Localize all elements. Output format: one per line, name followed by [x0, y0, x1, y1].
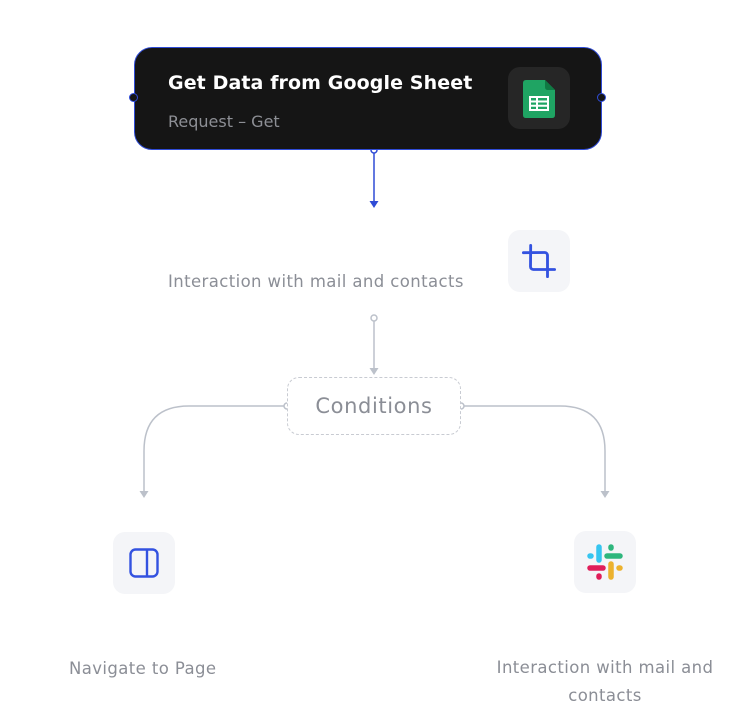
google-sheets-icon — [523, 80, 555, 118]
slack-node-icon-tile[interactable] — [574, 531, 636, 593]
navigate-node-icon-tile[interactable] — [113, 532, 175, 594]
connector-main-to-interaction — [369, 146, 379, 208]
slack-icon — [587, 544, 623, 580]
node-output-port[interactable] — [597, 93, 606, 102]
google-sheet-node[interactable]: Get Data from Google Sheet Request – Get — [134, 47, 602, 150]
connector-conditions-to-left — [139, 402, 291, 498]
google-sheets-icon-tile — [508, 67, 570, 129]
conditions-node[interactable]: Conditions — [287, 377, 461, 435]
navigate-node-label: Navigate to Page — [69, 659, 217, 678]
conditions-label: Conditions — [315, 394, 433, 418]
node-title: Get Data from Google Sheet — [168, 72, 473, 94]
node-subtitle: Request – Get — [168, 112, 280, 131]
interaction-node-icon-tile[interactable] — [508, 230, 570, 292]
crop-icon — [522, 244, 556, 278]
sidebar-panel-icon — [129, 548, 159, 578]
connector-interaction-to-conditions — [369, 314, 379, 375]
node-input-port[interactable] — [129, 93, 138, 102]
connector-conditions-to-right — [457, 402, 610, 498]
slack-node-label: Interaction with mail and contacts — [496, 658, 714, 705]
interaction-node-label: Interaction with mail and contacts — [168, 272, 464, 291]
